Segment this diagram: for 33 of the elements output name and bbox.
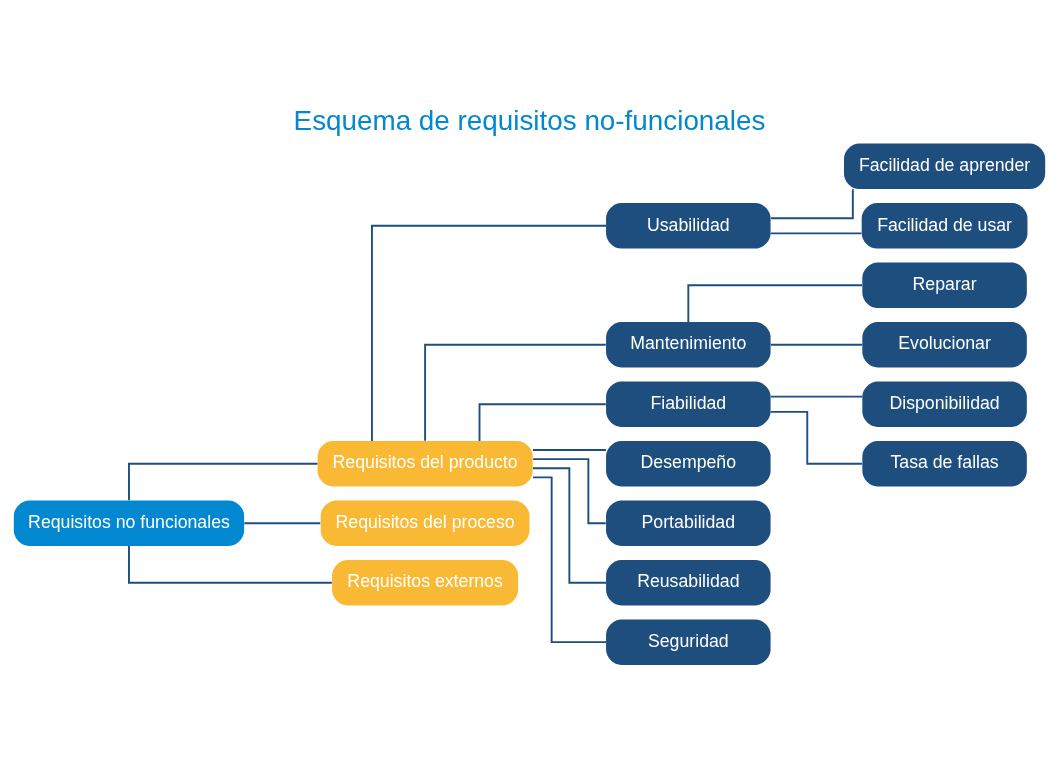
connector <box>371 224 607 442</box>
node-box: Requisitos no funcionales <box>13 499 245 546</box>
node-box: Requisitos del producto <box>317 440 533 486</box>
node-box: Portabilidad <box>606 499 771 546</box>
node-box: Tasa de fallas <box>862 440 1027 486</box>
connector <box>769 410 863 465</box>
connector <box>769 231 863 234</box>
connector <box>243 521 322 524</box>
node-box: Usabilidad <box>606 202 771 249</box>
node-box: Facilidad de usar <box>861 202 1028 249</box>
connector <box>478 402 607 442</box>
node-box: Reparar <box>862 262 1027 308</box>
node-box: Reusabilidad <box>606 559 771 605</box>
connector <box>769 343 864 346</box>
node-box: Requisitos del proceso <box>320 499 530 546</box>
connector <box>424 343 607 442</box>
connector <box>128 462 319 501</box>
node-box: Disponibilidad <box>862 380 1027 427</box>
connector <box>531 448 607 451</box>
connector <box>128 544 333 584</box>
connector <box>769 395 864 398</box>
connector <box>532 475 607 643</box>
node-box: Fiabilidad <box>606 380 771 427</box>
node-box: Desempeño <box>606 440 771 486</box>
diagram-title: Esquema de requisitos no-funcionales <box>293 104 766 136</box>
connector <box>687 283 864 323</box>
connector <box>770 187 854 219</box>
node-box: Facilidad de aprender <box>843 143 1046 189</box>
node-box: Evolucionar <box>862 321 1027 368</box>
node-box: Mantenimiento <box>606 321 771 368</box>
node-box: Seguridad <box>606 618 771 665</box>
connector <box>532 466 607 584</box>
node-box: Requisitos externos <box>332 559 519 605</box>
